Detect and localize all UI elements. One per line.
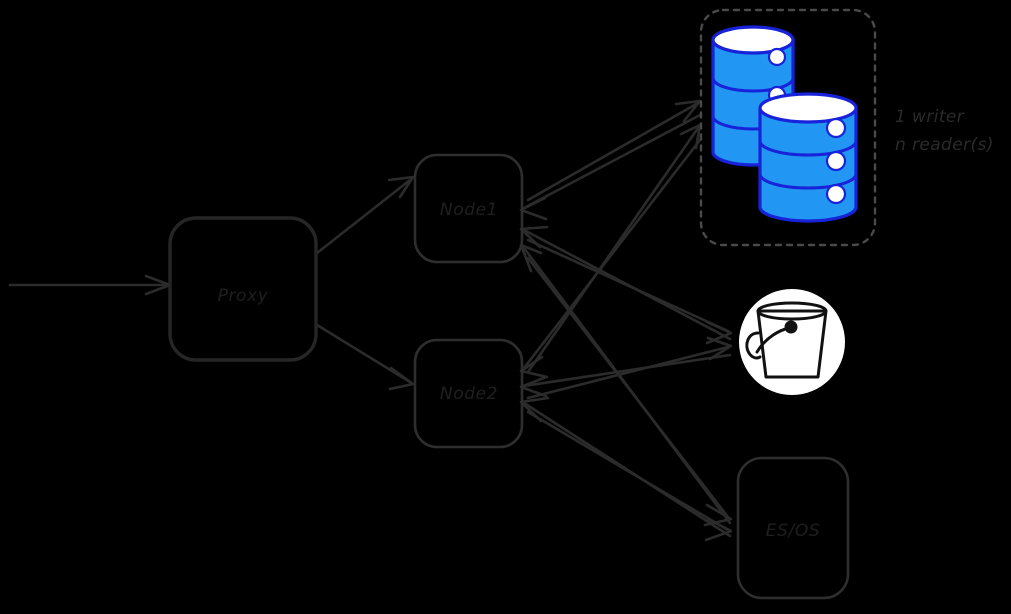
database-instance-reader: [758, 92, 858, 223]
cluster-note-line2: n reader(s): [895, 135, 994, 155]
bucket-icon[interactable]: [739, 289, 845, 395]
node1-label: Node1: [440, 200, 498, 220]
edge-node2-to-database: [526, 123, 702, 374]
es-os-box[interactable]: ES/OS: [736, 456, 850, 600]
edge-node2-to-bucket: [526, 336, 733, 400]
edge-esos-to-node1: [519, 243, 732, 525]
incoming-traffic-arrow: [8, 274, 172, 296]
edge-proxy-to-node1: [315, 175, 415, 255]
node2-box[interactable]: Node2: [413, 338, 524, 449]
edge-database-to-node1: [519, 113, 702, 221]
edge-bucket-to-node2: [519, 353, 732, 398]
cluster-note-line1: 1 writer: [895, 107, 965, 127]
edge-bucket-to-node1: [519, 225, 732, 341]
proxy-box[interactable]: Proxy: [168, 216, 318, 362]
edge-esos-to-node2: [519, 396, 732, 538]
proxy-label: Proxy: [218, 286, 269, 306]
node1-box[interactable]: Node1: [413, 153, 524, 264]
node2-label: Node2: [440, 384, 498, 404]
edge-node2-to-esos: [526, 410, 733, 542]
edge-proxy-to-node2: [315, 323, 415, 391]
database-cluster[interactable]: [699, 8, 877, 247]
edge-node1-to-database: [526, 99, 702, 202]
es-os-label: ES/OS: [766, 521, 820, 541]
